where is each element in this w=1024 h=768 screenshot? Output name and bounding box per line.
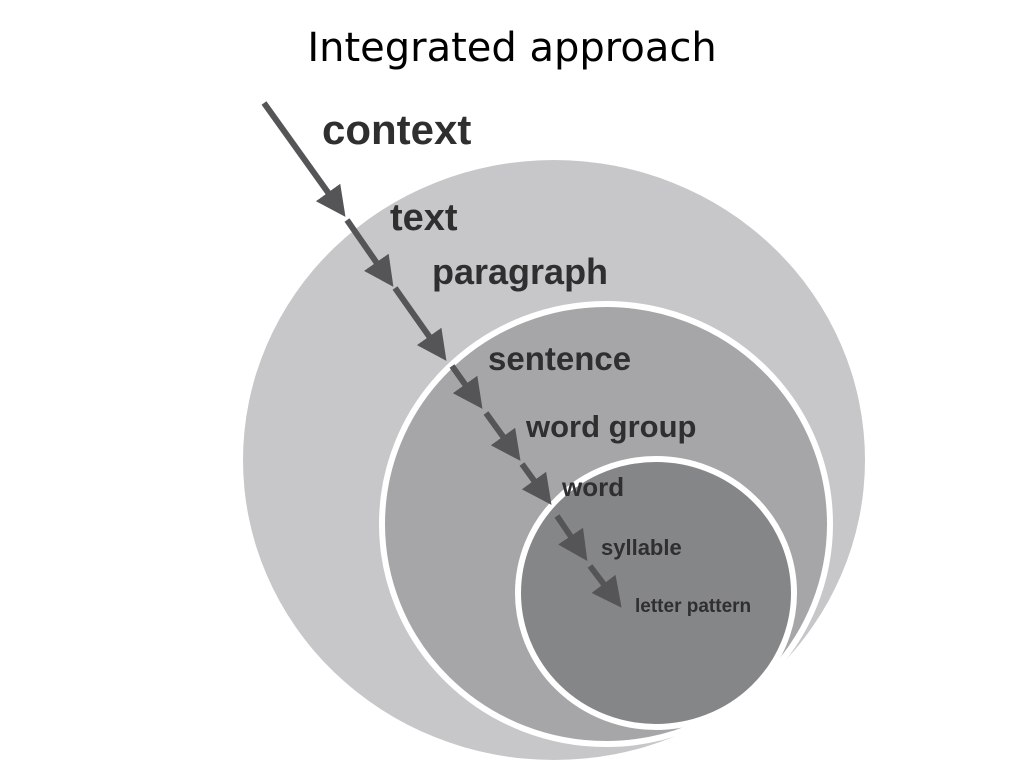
- arrow-4: [449, 364, 483, 409]
- arrow-chain: [261, 101, 622, 608]
- arrow-3: [392, 286, 447, 361]
- label-syllable: syllable: [601, 535, 682, 560]
- arrow-2: [344, 218, 394, 287]
- label-letter-pattern: letter pattern: [635, 596, 751, 617]
- label-word-group: word group: [525, 409, 696, 444]
- arrow-5: [483, 411, 521, 461]
- arrow-7: [554, 514, 588, 561]
- label-paragraph: paragraph: [432, 251, 608, 292]
- slide-title: Integrated approach: [307, 25, 717, 71]
- arrow-1: [261, 101, 346, 217]
- label-sentence: sentence: [488, 340, 631, 377]
- inner-circle: [515, 456, 797, 730]
- arrow-8: [587, 564, 622, 608]
- label-text: text: [390, 197, 458, 239]
- label-context: context: [322, 106, 471, 153]
- label-word: word: [561, 472, 624, 502]
- arrow-6: [519, 462, 552, 505]
